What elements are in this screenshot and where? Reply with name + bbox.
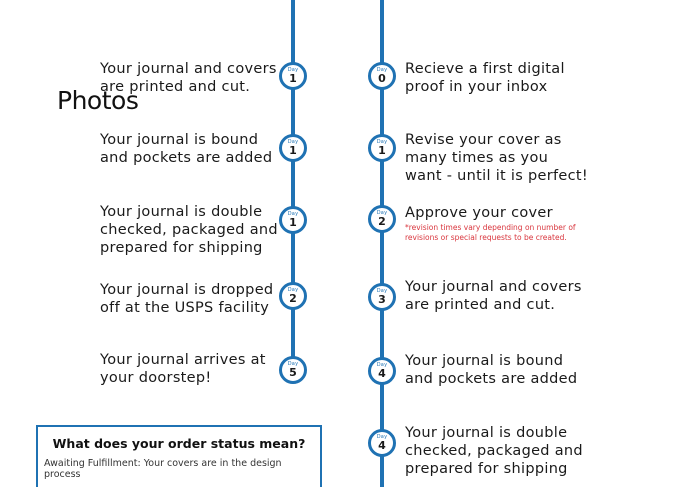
right-timeline-line [380,0,384,487]
day-badge: Day 2 [368,205,396,233]
right-step-text: Recieve a first digital proof in your in… [405,61,565,95]
left-step-text: Your journal and covers are printed and … [100,61,277,95]
day-badge: Day 1 [279,62,307,90]
right-step-text: Your journal is double checked, packaged… [405,425,583,477]
left-timeline-line [291,0,295,378]
right-step-text: Your journal and covers are printed and … [405,279,582,313]
day-badge: Day 4 [368,357,396,385]
right-step-text: Approve your cover [405,205,553,221]
left-step-text: Your journal is bound and pockets are ad… [100,132,273,166]
day-badge: Day 5 [279,356,307,384]
day-badge: Day 2 [279,282,307,310]
day-badge: Day 4 [368,429,396,457]
photos-heading: Photos [57,86,139,115]
order-status-description: Awaiting Fulfillment: Your covers are in… [44,458,282,480]
right-step-text: Your journal is bound and pockets are ad… [405,353,578,387]
order-status-title: What does your order status mean? [52,436,306,451]
order-status-box: What does your order status mean? Awaiti… [36,425,322,487]
day-badge: Day 1 [279,206,307,234]
day-badge: Day 1 [368,134,396,162]
left-step-text: Your journal is double checked, packaged… [100,204,278,256]
revision-note: *revision times vary depending on number… [405,223,576,242]
left-step-text: Your journal arrives at your doorstep! [100,352,266,386]
left-step-text: Your journal is dropped off at the USPS … [100,282,274,316]
day-badge: Day 1 [279,134,307,162]
day-badge: Day 3 [368,283,396,311]
day-badge: Day 0 [368,62,396,90]
right-step-text: Revise your cover as many times as you w… [405,132,588,184]
